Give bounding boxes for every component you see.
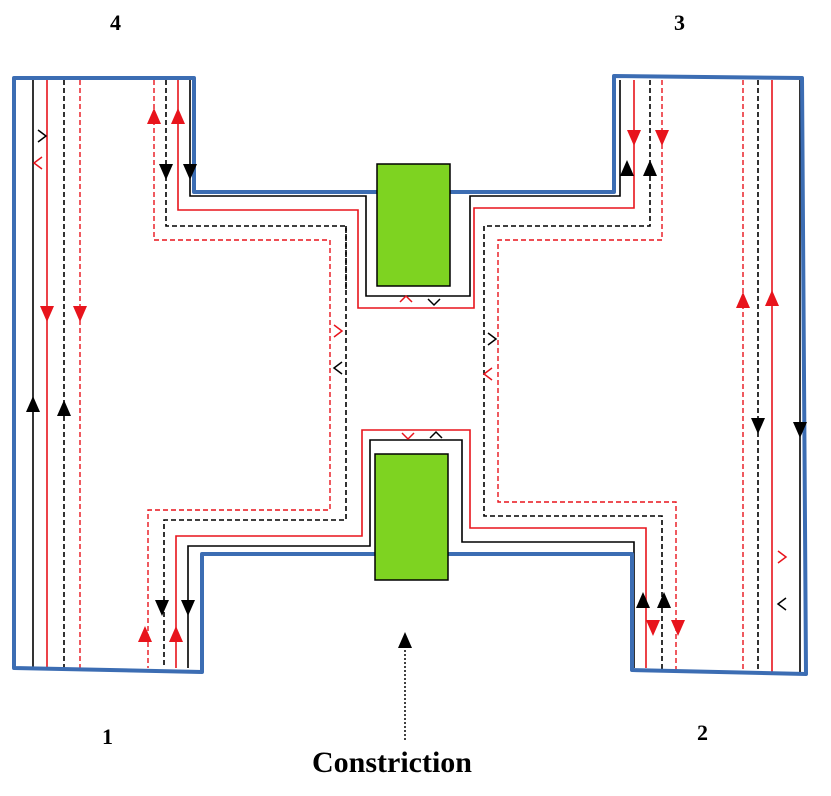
edge-channel-red-dashed [497, 80, 677, 672]
terminal-1-label: 1 [102, 724, 113, 749]
arrow-up-red [736, 292, 750, 308]
lower-gate [374, 453, 449, 581]
arrow-down-black [155, 600, 169, 616]
arrow-down-red [40, 306, 54, 322]
arrow-up-black [26, 396, 40, 412]
terminal-4-label: 4 [110, 10, 121, 35]
arrow-up-red [171, 108, 185, 124]
arrow-down-red [671, 620, 685, 636]
terminal-3-label: 3 [674, 10, 685, 35]
arrow-up-red [765, 290, 779, 306]
edge-channel-red [175, 429, 647, 668]
arrow-down-black [793, 422, 807, 438]
arrow-up-black [657, 592, 671, 608]
constriction-label: Constriction [312, 746, 472, 779]
arrow-right-red [777, 550, 788, 564]
arrow-up-black [429, 430, 443, 439]
edge-channel-black-dashed [483, 80, 663, 672]
arrow-down-red [627, 130, 641, 146]
arrow-down-red [73, 306, 87, 322]
arrow-left-black [332, 361, 343, 375]
edge-channel-black [189, 80, 621, 297]
edge-channel-red [177, 80, 635, 309]
arrow-left-red [32, 156, 43, 170]
arrow-up-black [643, 160, 657, 176]
arrow-down-black [183, 164, 197, 180]
arrow-up-red [147, 108, 161, 124]
edge-channel-black-dashed [163, 226, 347, 668]
arrow-up-black [57, 400, 71, 416]
edge-channel-black [187, 439, 635, 668]
arrow-down-red [646, 620, 660, 636]
sample-boundary [12, 74, 808, 676]
arrow-up-red [138, 626, 152, 642]
arrow-left-black [776, 597, 787, 611]
arrow-down-black [751, 418, 765, 434]
arrow-down-black [159, 164, 173, 180]
arrow-up-black [636, 592, 650, 608]
arrow-up-black [620, 160, 634, 176]
arrow-down-red [401, 432, 415, 441]
arrow-down-black [427, 298, 441, 307]
constriction-pointer-arrowhead [398, 632, 412, 648]
arrow-down-red [655, 130, 669, 146]
upper-gate [376, 163, 451, 287]
arrow-up-red [399, 294, 413, 303]
arrow-right-black [487, 332, 498, 346]
arrow-left-red [482, 367, 493, 381]
edge-channel-black-dashed [165, 80, 347, 292]
arrow-right-black [37, 129, 48, 143]
arrow-down-black [181, 600, 195, 616]
arrow-up-red [169, 626, 183, 642]
arrow-right-red [333, 324, 344, 338]
terminal-2-label: 2 [697, 720, 708, 745]
